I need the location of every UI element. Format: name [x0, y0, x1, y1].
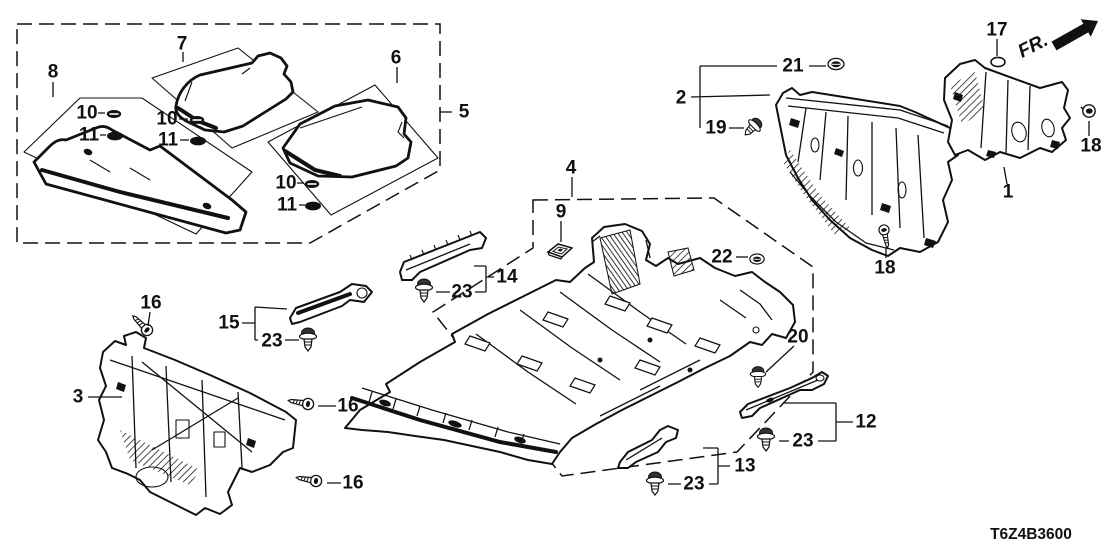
- part-2-dashboard-insulator: [775, 87, 963, 257]
- callout-9[interactable]: 9: [556, 202, 567, 223]
- callout-16[interactable]: 16: [342, 473, 363, 494]
- callout-23[interactable]: 23: [261, 331, 282, 352]
- clip-10-icon: [189, 115, 205, 125]
- callout-6[interactable]: 6: [391, 48, 402, 69]
- clip-22-icon: [749, 253, 765, 265]
- part-12-sill-garnish: [739, 371, 829, 419]
- callout-layer: 8765101110111011172121918118224914231615…: [48, 20, 1102, 495]
- callout-1[interactable]: 1: [1003, 182, 1014, 203]
- clip-10-icon: [106, 109, 122, 119]
- clip-11-icon: [305, 201, 321, 211]
- callout-10[interactable]: 10: [275, 173, 296, 194]
- clip-23-icon: [414, 278, 434, 303]
- part-6-rear-mat: [281, 98, 413, 179]
- callout-23[interactable]: 23: [792, 431, 813, 452]
- fr-label: FR.: [1015, 30, 1052, 63]
- callout-16[interactable]: 16: [140, 293, 161, 314]
- callout-16[interactable]: 16: [337, 396, 358, 417]
- part-13-sill-garnish: [617, 425, 679, 469]
- callout-11[interactable]: 11: [158, 130, 179, 151]
- callout-11[interactable]: 11: [79, 125, 100, 146]
- mat-set-group-box: [16, 23, 441, 244]
- callout-12[interactable]: 12: [855, 412, 876, 433]
- clip-11-icon: [190, 136, 206, 146]
- callout-18[interactable]: 18: [874, 258, 895, 279]
- callout-4[interactable]: 4: [566, 158, 577, 179]
- part-14-sill-garnish: [399, 230, 487, 281]
- callout-18[interactable]: 18: [1080, 136, 1101, 157]
- callout-2[interactable]: 2: [676, 88, 687, 109]
- part-3-insulator-lower: [97, 331, 297, 516]
- fr-direction-indicator: FR.: [1015, 19, 1098, 62]
- callout-10[interactable]: 10: [76, 103, 97, 124]
- leader-lines: [52, 39, 1090, 485]
- screw-16-icon: [294, 471, 324, 489]
- fr-arrow-icon: [1051, 19, 1098, 51]
- clip-23-icon: [645, 471, 665, 496]
- callout-23[interactable]: 23: [451, 282, 472, 303]
- part-8-rear-floor-mat: [32, 125, 248, 235]
- screw-16-icon: [286, 394, 316, 412]
- callout-21[interactable]: 21: [782, 56, 804, 77]
- clip-21-icon: [827, 57, 845, 71]
- callout-23[interactable]: 23: [683, 474, 704, 495]
- clip-23-icon: [298, 327, 318, 352]
- callout-8[interactable]: 8: [48, 62, 59, 83]
- callout-14[interactable]: 14: [496, 267, 518, 288]
- callout-17[interactable]: 17: [986, 20, 1007, 41]
- clip-10-icon: [303, 179, 321, 189]
- callout-10[interactable]: 10: [156, 109, 177, 130]
- clip-17-icon: [990, 56, 1006, 68]
- callout-19[interactable]: 19: [705, 118, 726, 139]
- callout-5[interactable]: 5: [459, 102, 470, 123]
- mat8-bracket: [23, 97, 253, 235]
- callout-22[interactable]: 22: [711, 247, 732, 268]
- callout-7[interactable]: 7: [177, 34, 188, 55]
- clip-11-icon: [107, 131, 123, 141]
- diagram-code: T6Z4B3600: [990, 526, 1072, 543]
- callout-11[interactable]: 11: [277, 195, 298, 216]
- clip-23-icon: [756, 427, 776, 452]
- callout-13[interactable]: 13: [734, 456, 755, 477]
- part-15-sill-garnish: [289, 283, 373, 325]
- callout-20[interactable]: 20: [787, 327, 808, 348]
- clip-20-icon: [749, 366, 767, 388]
- callout-15[interactable]: 15: [218, 313, 240, 334]
- callout-3[interactable]: 3: [73, 387, 84, 408]
- part-4-floor-carpet: [344, 223, 796, 465]
- clip-9-icon: [547, 243, 573, 260]
- screw-18-icon: [1080, 104, 1096, 118]
- carpet-group-box: [431, 197, 814, 477]
- part-1-insulator-panel: [943, 59, 1071, 161]
